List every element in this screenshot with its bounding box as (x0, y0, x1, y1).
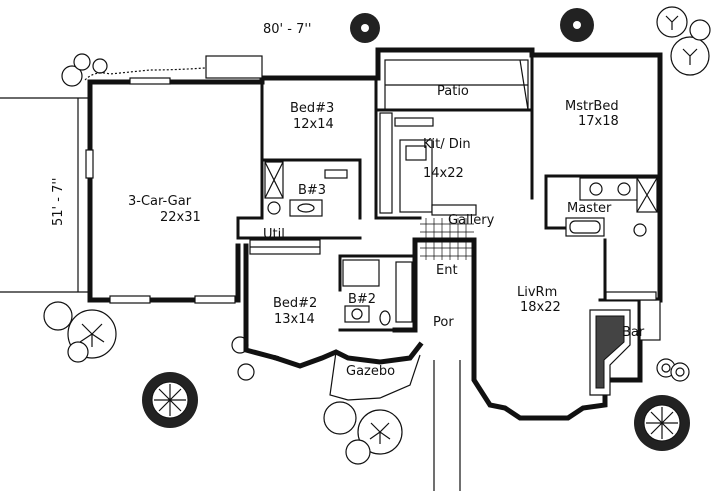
bar-label: Bar (622, 325, 645, 340)
shrub-top-right (656, 6, 711, 76)
shrubs-garage-top (61, 53, 206, 87)
gallery-tiles (420, 218, 474, 260)
gazebo (272, 341, 424, 401)
bed3-size: 12x14 (293, 117, 334, 132)
front-walk (433, 360, 461, 491)
width-dimension: 80' - 7'' (263, 22, 312, 37)
landscaping (43, 6, 711, 465)
util-fixtures (249, 239, 321, 255)
bath3-fixtures (264, 161, 348, 217)
tree-bottom-right (634, 395, 690, 451)
entry-label: Ent (436, 263, 458, 278)
bar-fixtures (589, 291, 661, 396)
gazebo-label: Gazebo (346, 364, 395, 379)
labels: 80' - 7'' 51' - 7'' Patio MstrBed 17x18 … (51, 22, 645, 379)
patio (384, 59, 529, 111)
master-bath-label: Master (567, 201, 612, 216)
garage-openings (85, 77, 236, 304)
garage-size: 22x31 (160, 210, 201, 225)
depth-dimension: 51' - 7'' (51, 178, 66, 227)
liv-rm-size: 18x22 (520, 300, 561, 315)
porch-label: Por (433, 315, 454, 330)
chimney (205, 55, 263, 79)
bed2-label: Bed#2 (273, 296, 317, 311)
garage-label: 3-Car-Gar (128, 194, 192, 209)
gallery-label: Gallery (448, 213, 495, 228)
tree-top-left (350, 13, 380, 43)
mstr-bed-label: MstrBed (565, 99, 619, 114)
liv-rm-label: LivRm (517, 285, 557, 300)
master-bath-fixtures (565, 177, 658, 237)
patio-label: Patio (437, 84, 469, 99)
tree-top-mid (560, 8, 594, 42)
driveway (0, 97, 90, 293)
kit-din-size: 14x22 (423, 166, 464, 181)
bed2-size: 13x14 (274, 312, 315, 327)
kit-din-label: Kit/ Din (423, 137, 471, 152)
shrubs-bottom-left (43, 301, 117, 363)
shrubs-gazebo (231, 336, 255, 381)
bath2-label: B#2 (348, 292, 376, 307)
tree-bottom-left (142, 372, 198, 428)
kitchen-fixtures (379, 112, 477, 216)
bath2-fixtures (342, 259, 413, 326)
shrubs-front-walk (323, 401, 403, 465)
mstr-bed-size: 17x18 (578, 114, 619, 129)
planters-right (656, 358, 690, 382)
util-label: Util (263, 227, 285, 242)
bath3-label: B#3 (298, 183, 326, 198)
bed3-label: Bed#3 (290, 101, 334, 116)
